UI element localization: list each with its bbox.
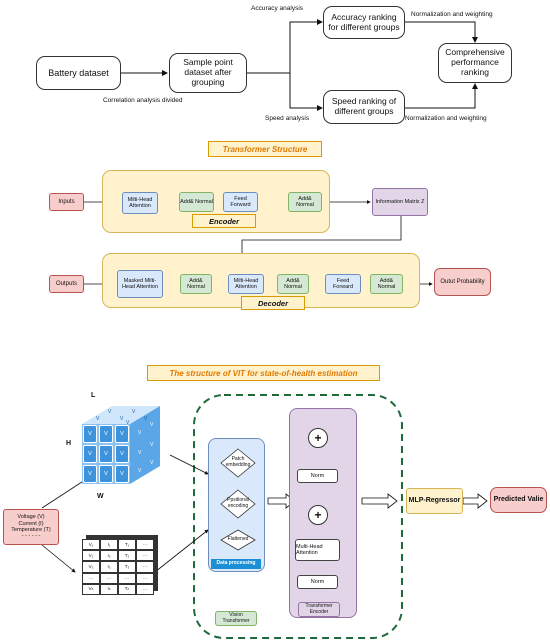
add-circle-bottom: + bbox=[308, 505, 328, 525]
mha-box: Multi-Head Attention bbox=[295, 539, 340, 561]
transformer-title: Transformer Structure bbox=[208, 141, 322, 157]
norm-weight-top-label: Normalization and weighting bbox=[411, 11, 493, 18]
output-probability-box: Outut Probability bbox=[434, 268, 491, 296]
flattened-label: Flattened bbox=[227, 536, 249, 543]
patch-label: Patch embedding bbox=[225, 456, 251, 468]
comprehensive-ranking-box: Comprehensive performance ranking bbox=[438, 43, 512, 83]
enc-addnorm1-box: Add& Normal bbox=[179, 192, 214, 212]
cube-top-cell: V bbox=[126, 420, 130, 426]
cube-cell: V bbox=[115, 445, 129, 463]
dec-masked-box: Masked Milti-Head Attention bbox=[117, 270, 163, 298]
cube-cell: V bbox=[99, 445, 113, 463]
transformer-encoder-label: Transformer Encoder bbox=[298, 602, 340, 617]
arrow-to-accuracy bbox=[247, 19, 323, 74]
cube-side-cell: V bbox=[150, 442, 154, 448]
arrow-to-speed bbox=[289, 73, 323, 111]
cube-cell: V bbox=[99, 425, 113, 443]
sample-point-box: Sample point dataset after grouping bbox=[169, 53, 247, 93]
dec-addnorm1-box: Add& Normal bbox=[180, 274, 212, 294]
battery-dataset-box: Battery dataset bbox=[36, 56, 121, 90]
cube-cell: V bbox=[83, 425, 97, 443]
cube-cell: V bbox=[83, 445, 97, 463]
cube-cell: V bbox=[99, 465, 113, 483]
dec-feedforward-box: Feed Forward bbox=[325, 274, 361, 294]
vit-title: The structure of VIT for state-of-health… bbox=[147, 365, 380, 381]
table-cell: Vₙ bbox=[82, 583, 100, 595]
cube-side-cell: V bbox=[138, 468, 142, 474]
table-cell: I₁ bbox=[100, 539, 118, 551]
table-cell: V₃ bbox=[82, 561, 100, 573]
norm-bottom-box: Norm bbox=[297, 575, 338, 589]
accuracy-analysis-label: Accuracy analysis bbox=[251, 5, 304, 12]
vit-dashed-border bbox=[193, 394, 403, 639]
cube-top-cell: V bbox=[108, 409, 112, 415]
positional-diamond: Ppsitional encoding bbox=[220, 489, 256, 519]
table-cell: T₂ bbox=[118, 550, 136, 562]
input-variables-box: Voltage (V) Current (I) Temperature (T) … bbox=[3, 509, 59, 545]
cube-top-cell: V bbox=[144, 416, 148, 422]
cube-side-cell: V bbox=[138, 450, 142, 456]
cube-cell: V bbox=[115, 465, 129, 483]
table-cell: V₂ bbox=[82, 550, 100, 562]
speed-analysis-label: Speed analysis bbox=[265, 115, 310, 122]
cube-side-cell: V bbox=[150, 460, 154, 466]
cube-h-label: H bbox=[66, 440, 72, 447]
cube-top-cell: V bbox=[132, 409, 136, 415]
table-cell: ··· bbox=[100, 572, 118, 584]
correlation-label: Correlation analysis divided bbox=[103, 97, 183, 104]
dec-addnorm3-box: Add& Normal bbox=[370, 274, 403, 294]
cube-top-cell: V bbox=[96, 416, 100, 422]
table-cell: V₁ bbox=[82, 539, 100, 551]
outputs-box: Outputs bbox=[49, 275, 84, 293]
speed-ranking-box: Speed ranking of different groups bbox=[323, 90, 405, 124]
predicted-value-box: Predicted Valie bbox=[490, 487, 547, 513]
vision-transformer-label: Vision Transformer bbox=[215, 611, 257, 626]
inputs-box: Inputs bbox=[49, 193, 84, 211]
table-cell: ··· bbox=[136, 550, 154, 562]
accuracy-ranking-box: Accuracy ranking for different groups bbox=[323, 6, 405, 39]
enc-addnorm2-box: Add& Normal bbox=[288, 192, 322, 212]
cube-cell: V bbox=[115, 425, 129, 443]
table-cell: T₃ bbox=[118, 561, 136, 573]
cube-side-cell: V bbox=[138, 430, 142, 436]
norm-top-box: Norm bbox=[297, 469, 338, 483]
table-cell: Tₙ bbox=[118, 583, 136, 595]
add-circle-top: + bbox=[308, 428, 328, 448]
dec-attention-box: Milti-Head Attention bbox=[228, 274, 264, 294]
table-cell: ··· bbox=[136, 561, 154, 573]
norm-weight-bottom-label: Normalization and weighting bbox=[405, 115, 487, 122]
arrow-accuracy-to-comp bbox=[405, 21, 478, 43]
positional-label: Ppsitional encoding bbox=[227, 497, 249, 509]
table-cell: T₁ bbox=[118, 539, 136, 551]
encoder-label: Encoder bbox=[192, 214, 256, 228]
info-matrix-box: Information Matrix Z bbox=[372, 188, 428, 216]
enc-feedforward-box: Feed Forward bbox=[223, 192, 258, 212]
dec-addnorm2-box: Add& Normal bbox=[277, 274, 309, 294]
table-cell: ··· bbox=[136, 583, 154, 595]
cube-top-cell: V bbox=[120, 416, 124, 422]
table-cell: ··· bbox=[118, 572, 136, 584]
table-cell: Iₙ bbox=[100, 583, 118, 595]
data-processing-label: Data processing bbox=[211, 559, 261, 569]
enc-attention-box: Milti-Head Attention bbox=[122, 192, 158, 214]
patch-diamond: Patch embedding bbox=[220, 448, 256, 478]
table-cell: ··· bbox=[136, 539, 154, 551]
mlp-regressor-box: MLP-Regressor bbox=[406, 488, 463, 514]
table-cell: I₂ bbox=[100, 550, 118, 562]
cube-w-label: W bbox=[97, 493, 104, 500]
cube-l-label: L bbox=[91, 392, 96, 399]
table-cell: ··· bbox=[82, 572, 100, 584]
decoder-label: Decoder bbox=[241, 296, 305, 310]
cube-cell: V bbox=[83, 465, 97, 483]
flattened-diamond: Flattened bbox=[220, 529, 256, 551]
table-cell: I₃ bbox=[100, 561, 118, 573]
arrow-speed-to-comp bbox=[405, 83, 478, 109]
cube-side-cell: V bbox=[150, 422, 154, 428]
table-cell: ··· bbox=[136, 572, 154, 584]
